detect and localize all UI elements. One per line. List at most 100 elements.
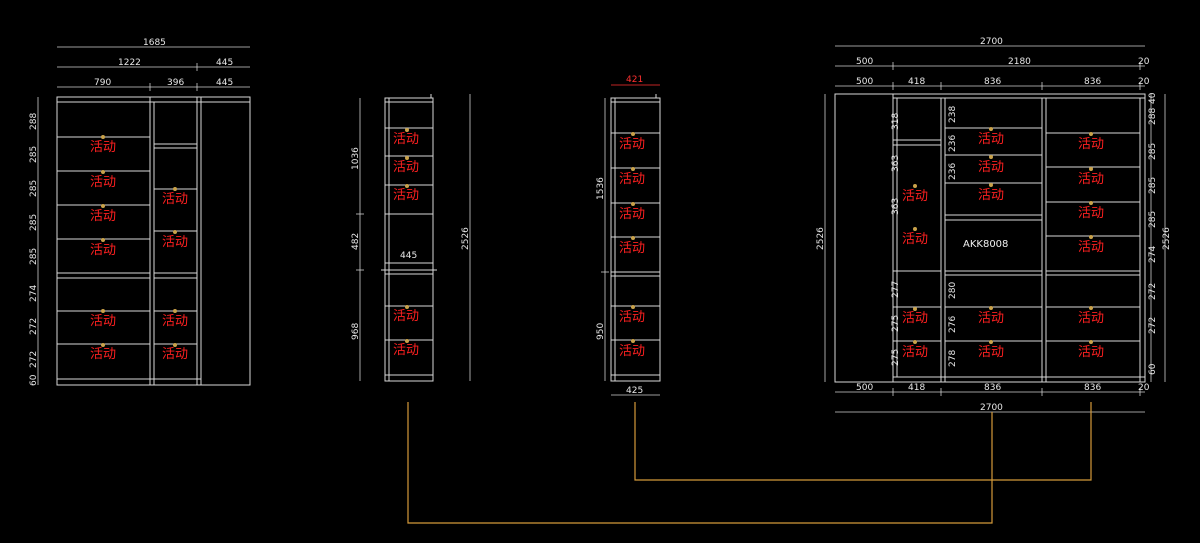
dim-text: 2526	[1162, 227, 1172, 250]
dim-text: 40	[1148, 92, 1158, 104]
promo-tag: 活动	[902, 311, 928, 326]
promo-tag: 活动	[90, 209, 116, 224]
promo-tag: 活动	[90, 140, 116, 155]
dim-text: 482	[351, 233, 361, 250]
dim-text: 236	[948, 135, 958, 152]
promo-tag: 活动	[902, 232, 928, 247]
promo-tag: 活动	[619, 344, 645, 359]
promo-tag: 活动	[1078, 206, 1104, 221]
dim-text: 285	[29, 248, 39, 265]
dim-text: 790	[94, 78, 111, 88]
leader-lines	[407, 402, 1092, 524]
dim-text: 20	[1138, 57, 1150, 67]
dim-text: 20	[1138, 383, 1150, 393]
dim-text: 421	[626, 75, 643, 85]
dim-text: 288	[29, 113, 39, 130]
dim-text: 20	[1138, 77, 1150, 87]
model-label: AKK8008	[963, 239, 1008, 250]
dim-text: 277	[891, 281, 901, 298]
dim-text: 836	[984, 383, 1001, 393]
dim-text: 1685	[143, 38, 166, 48]
dim-text: 285	[29, 146, 39, 163]
dim-text: 280	[948, 282, 958, 299]
dim-text: 272	[1148, 317, 1158, 334]
dim-text: 60	[29, 374, 39, 386]
dim-text: 285	[29, 180, 39, 197]
dim-text: 445	[400, 251, 417, 261]
promo-tag: 活动	[162, 347, 188, 362]
cabinet-elevation-wide: 2700 500 2180 20 500 418 836 836 20	[816, 37, 1172, 413]
dim-text: 318	[891, 113, 901, 130]
dim-text: 836	[984, 77, 1001, 87]
promo-tag: 活动	[978, 160, 1004, 175]
promo-tag: 活动	[619, 207, 645, 222]
dim-text: 238	[948, 106, 958, 123]
promo-tag: 活动	[978, 345, 1004, 360]
dim-text: 2526	[816, 227, 826, 250]
dim-text: 276	[948, 316, 958, 333]
promo-tag: 活动	[978, 188, 1004, 203]
dim-text: 836	[1084, 383, 1101, 393]
promo-tag: 活动	[90, 243, 116, 258]
dim-text: 288	[1148, 108, 1158, 125]
promo-tag: 活动	[619, 241, 645, 256]
promo-tag: 活动	[90, 347, 116, 362]
dim-text: 278	[948, 350, 958, 367]
promo-tag: 活动	[1078, 172, 1104, 187]
promo-tag: 活动	[902, 345, 928, 360]
dim-text: 425	[626, 386, 643, 396]
dim-text: 2180	[1008, 57, 1031, 67]
promo-tag: 活动	[978, 311, 1004, 326]
dim-text: 275	[891, 349, 901, 366]
dim-text: 285	[1148, 211, 1158, 228]
promo-tag: 活动	[978, 132, 1004, 147]
dim-text: 500	[856, 77, 873, 87]
promo-tag: 活动	[902, 189, 928, 204]
promo-tag: 活动	[1078, 240, 1104, 255]
promo-tag: 活动	[393, 309, 419, 324]
dim-text: 2526	[461, 227, 471, 250]
dim-text: 418	[908, 77, 925, 87]
dim-text: 445	[216, 58, 233, 68]
dim-text: 445	[216, 78, 233, 88]
dim-text: 60	[1148, 363, 1158, 375]
promo-tag: 活动	[393, 343, 419, 358]
promo-tag: 活动	[90, 314, 116, 329]
dim-text: 950	[596, 323, 606, 340]
cabinet-elevation-side-1: 1036 482 968 2526 445 活动 活动 活动 活动 活动	[351, 94, 471, 382]
dim-text: 363	[891, 198, 901, 215]
dim-text: 275	[891, 315, 901, 332]
promo-tag: 活动	[619, 137, 645, 152]
promo-tag: 活动	[619, 172, 645, 187]
dim-text: 500	[856, 57, 873, 67]
dim-text: 1536	[596, 177, 606, 200]
promo-tag: 活动	[162, 192, 188, 207]
dim-text: 1222	[118, 58, 141, 68]
dim-text: 272	[29, 318, 39, 335]
dim-text: 236	[948, 163, 958, 180]
dim-text: 418	[908, 383, 925, 393]
dim-text: 836	[1084, 77, 1101, 87]
dim-text: 396	[167, 78, 184, 88]
promo-tag: 活动	[162, 235, 188, 250]
dim-text: 272	[29, 351, 39, 368]
promo-tag: 活动	[1078, 345, 1104, 360]
promo-tag: 活动	[90, 175, 116, 190]
dim-text: 2700	[980, 37, 1003, 47]
dim-text: 2700	[980, 403, 1003, 413]
dim-text: 500	[856, 383, 873, 393]
cabinet-elevation-front: 1685 1222 445 790 396 445	[29, 38, 251, 386]
promo-tag: 活动	[1078, 311, 1104, 326]
dim-text: 285	[1148, 143, 1158, 160]
dim-text: 274	[1148, 246, 1158, 263]
dim-text: 968	[351, 323, 361, 340]
promo-tag: 活动	[393, 188, 419, 203]
promo-tag: 活动	[393, 160, 419, 175]
promo-tag: 活动	[393, 132, 419, 147]
promo-tag: 活动	[619, 310, 645, 325]
dim-text: 285	[1148, 177, 1158, 194]
dim-text: 272	[1148, 283, 1158, 300]
dim-text: 274	[29, 285, 39, 302]
dim-text: 1036	[351, 147, 361, 170]
